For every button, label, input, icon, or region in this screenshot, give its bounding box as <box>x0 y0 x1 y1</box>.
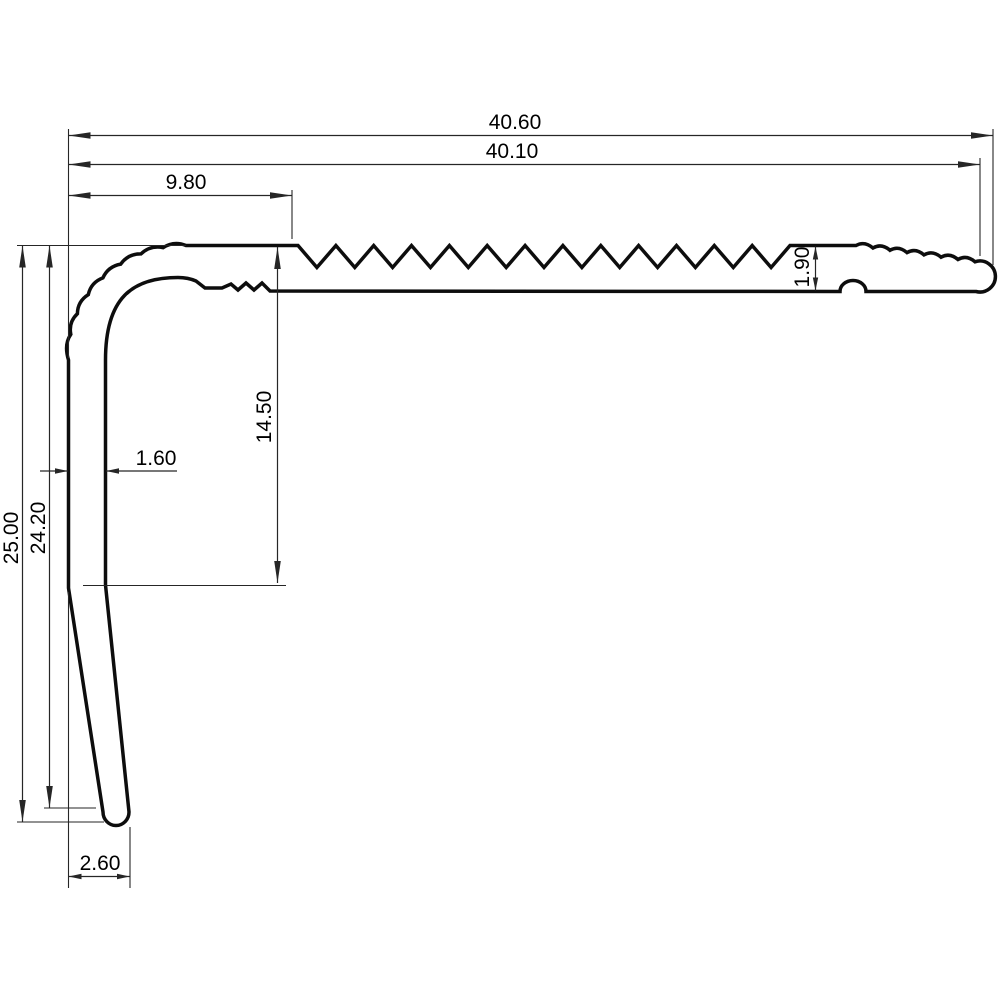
dimension-wall-thickness: 1.60 <box>40 447 177 474</box>
dim-label-tread-thickness: 1.90 <box>791 247 814 288</box>
dimension-tread-thickness: 1.90 <box>791 246 819 291</box>
dimension-inner-drop: 14.50 <box>253 247 281 583</box>
dim-label-leg-height: 24.20 <box>27 502 50 555</box>
dim-label-overall-width: 40.60 <box>489 111 542 134</box>
stair-nosing-profile-outline <box>64 241 998 828</box>
dimension-overall-width: 40.60 <box>68 111 993 139</box>
dim-label-foot-offset: 2.60 <box>80 852 121 875</box>
dim-label-nose-flat-width: 9.80 <box>166 171 207 194</box>
dimension-upper-width: 40.10 <box>68 140 980 168</box>
dimension-nose-flat-width: 9.80 <box>68 171 292 199</box>
dimension-leg-height: 24.20 <box>27 245 53 808</box>
dimension-overall-height: 25.00 <box>0 245 26 822</box>
extension-lines <box>17 129 994 888</box>
dim-label-overall-height: 25.00 <box>0 512 23 565</box>
dim-label-wall-thickness: 1.60 <box>136 447 177 470</box>
dim-label-inner-drop: 14.50 <box>253 391 276 444</box>
dim-label-upper-width: 40.10 <box>486 140 539 163</box>
dimension-foot-offset: 2.60 <box>68 852 130 880</box>
